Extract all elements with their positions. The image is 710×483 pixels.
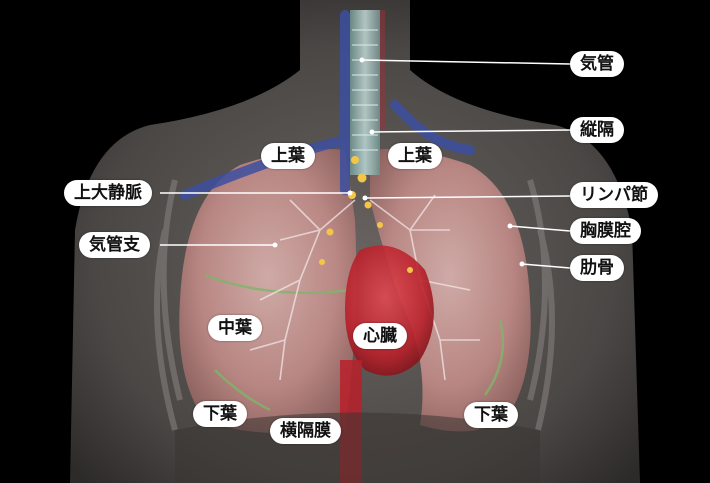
label-bronchus: 気管支 <box>79 232 150 258</box>
label-lymph-node: リンパ節 <box>570 182 658 208</box>
label-lower-lobe-left: 下葉 <box>193 401 247 427</box>
label-trachea: 気管 <box>570 51 624 77</box>
label-lower-lobe-right: 下葉 <box>464 402 518 428</box>
label-diaphragm: 横隔膜 <box>270 418 341 444</box>
label-upper-lobe-right: 上葉 <box>388 143 442 169</box>
label-heart: 心臓 <box>353 323 407 349</box>
label-upper-lobe-left: 上葉 <box>261 143 315 169</box>
label-superior-vena-cava: 上大静脈 <box>64 180 152 206</box>
label-pleural-cavity: 胸膜腔 <box>570 218 641 244</box>
label-mediastinum: 縦隔 <box>570 117 624 143</box>
label-middle-lobe: 中葉 <box>208 315 262 341</box>
label-rib: 肋骨 <box>570 255 624 281</box>
